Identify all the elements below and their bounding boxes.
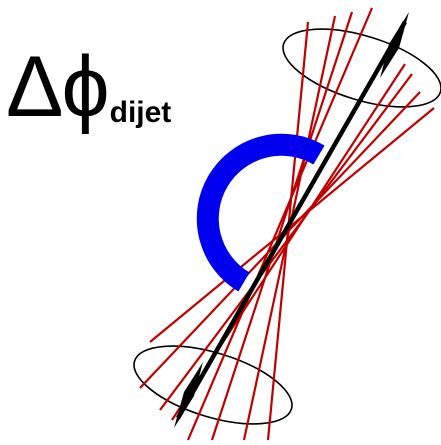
lower-jet-cone: [133, 345, 293, 425]
delta-phi-symbol: Δϕ: [6, 39, 110, 135]
jet-axis: [176, 20, 407, 420]
delta-phi-dijet-label: Δϕdijet: [6, 44, 171, 130]
particle-line: [149, 107, 435, 343]
upper-arrowhead-icon: [380, 12, 409, 78]
lower-arrowhead-icon: [174, 362, 203, 428]
particle-line: [210, 11, 354, 441]
particle-line: [186, 7, 374, 441]
upper-jet-cone: [282, 28, 441, 108]
jet-particle-lines: [139, 7, 435, 441]
delta-phi-arc: [196, 133, 325, 292]
particle-line: [159, 73, 413, 411]
dijet-subscript: dijet: [109, 96, 172, 129]
